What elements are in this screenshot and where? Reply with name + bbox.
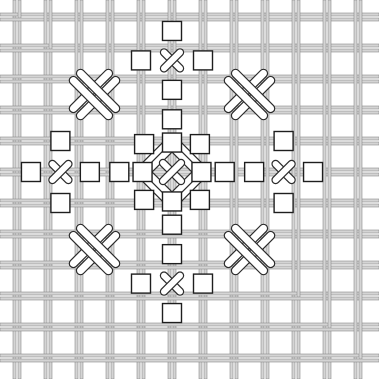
open-square bbox=[163, 245, 182, 264]
horizontal-thread bbox=[0, 44, 379, 47]
vertical-thread bbox=[80, 0, 83, 379]
open-square bbox=[245, 163, 264, 182]
horizontal-thread bbox=[0, 328, 379, 331]
horizontal-thread bbox=[0, 111, 379, 114]
horizontal-thread bbox=[0, 354, 379, 357]
horizontal-thread bbox=[0, 230, 379, 233]
open-square bbox=[163, 80, 182, 99]
open-square bbox=[80, 163, 99, 182]
arm-cross-bottom bbox=[164, 276, 180, 292]
horizontal-thread bbox=[0, 75, 379, 78]
open-square bbox=[274, 132, 293, 151]
vertical-thread bbox=[230, 0, 233, 379]
horizontal-thread bbox=[0, 261, 379, 264]
vertical-thread bbox=[328, 0, 331, 379]
horizontal-thread bbox=[0, 235, 379, 238]
open-square bbox=[192, 163, 211, 182]
horizontal-thread bbox=[0, 49, 379, 52]
open-square bbox=[132, 51, 151, 70]
arm-cross-left bbox=[52, 164, 68, 180]
open-square bbox=[133, 163, 152, 182]
vertical-thread bbox=[106, 0, 109, 379]
vertical-thread bbox=[18, 0, 21, 379]
vertical-thread bbox=[13, 0, 16, 379]
horizontal-thread bbox=[0, 106, 379, 109]
vertical-thread bbox=[44, 0, 47, 379]
horizontal-thread bbox=[0, 297, 379, 300]
open-square bbox=[163, 133, 182, 152]
vertical-thread bbox=[323, 0, 326, 379]
open-square bbox=[304, 163, 323, 182]
vertical-thread bbox=[297, 0, 300, 379]
vertical-thread bbox=[266, 0, 269, 379]
open-square bbox=[274, 194, 293, 213]
open-square bbox=[51, 132, 70, 151]
horizontal-thread bbox=[0, 80, 379, 83]
vertical-thread bbox=[261, 0, 264, 379]
horizontal-thread bbox=[0, 18, 379, 21]
open-square bbox=[163, 110, 182, 129]
vertical-thread bbox=[354, 0, 357, 379]
open-square bbox=[163, 21, 182, 40]
horizontal-thread bbox=[0, 292, 379, 295]
open-square bbox=[110, 163, 129, 182]
open-square bbox=[163, 215, 182, 234]
vertical-thread bbox=[49, 0, 52, 379]
vertical-thread bbox=[359, 0, 362, 379]
horizontal-thread bbox=[0, 359, 379, 362]
open-square bbox=[51, 194, 70, 213]
horizontal-thread bbox=[0, 13, 379, 16]
vertical-thread bbox=[235, 0, 238, 379]
open-square bbox=[132, 274, 151, 293]
open-square bbox=[163, 304, 182, 323]
open-square bbox=[135, 135, 154, 154]
vertical-thread bbox=[111, 0, 114, 379]
open-square bbox=[21, 163, 40, 182]
open-square bbox=[194, 51, 213, 70]
arm-cross-top bbox=[164, 52, 180, 68]
open-square bbox=[190, 190, 209, 209]
arm-cross-right bbox=[276, 164, 292, 180]
open-square bbox=[194, 274, 213, 293]
vertical-thread bbox=[292, 0, 295, 379]
horizontal-thread bbox=[0, 266, 379, 269]
horizontal-thread bbox=[0, 323, 379, 326]
vertical-thread bbox=[75, 0, 78, 379]
open-square bbox=[215, 163, 234, 182]
open-square bbox=[190, 135, 209, 154]
open-square bbox=[135, 190, 154, 209]
open-square bbox=[163, 192, 182, 211]
